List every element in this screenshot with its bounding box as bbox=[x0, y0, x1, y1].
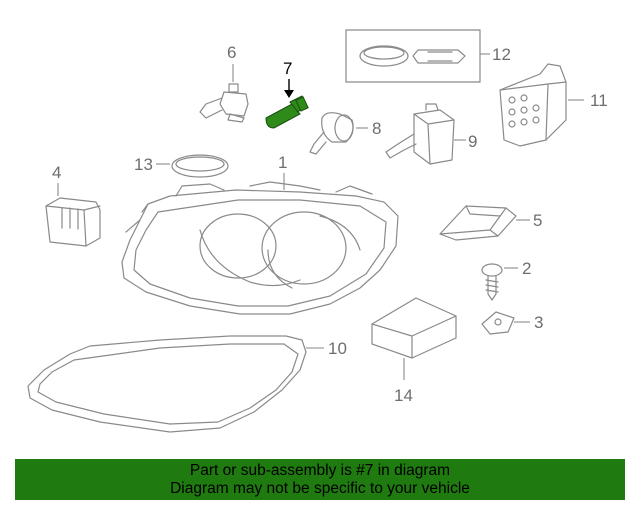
part-1-headlamp-assembly[interactable]: 1 bbox=[121, 153, 399, 315]
part-5-module[interactable]: 5 bbox=[439, 205, 542, 241]
banner-line-2: Diagram may not be specific to your vehi… bbox=[170, 480, 470, 497]
part-13-cap[interactable]: 13 bbox=[134, 154, 229, 178]
callout-2: 2 bbox=[522, 259, 531, 278]
part-14-control-unit[interactable]: 14 bbox=[371, 297, 457, 405]
callout-12: 12 bbox=[492, 45, 511, 64]
part-7-bulb-highlighted[interactable]: 7 bbox=[265, 59, 309, 129]
callout-14: 14 bbox=[394, 386, 413, 405]
part-11-bracket[interactable]: 11 bbox=[499, 63, 608, 147]
callout-13: 13 bbox=[134, 155, 153, 174]
part-4-control-module[interactable]: 4 bbox=[45, 163, 101, 247]
callout-11: 11 bbox=[590, 91, 608, 110]
callout-10: 10 bbox=[328, 339, 347, 358]
callout-7: 7 bbox=[283, 59, 292, 78]
part-9-igniter[interactable]: 9 bbox=[385, 103, 477, 165]
part-3-clip-nut[interactable]: 3 bbox=[481, 311, 543, 335]
callout-8: 8 bbox=[372, 119, 381, 138]
part-12-bulb-kit[interactable]: 12 bbox=[345, 29, 511, 83]
banner-line-1: Part or sub-assembly is #7 in diagram bbox=[189, 462, 451, 479]
part-6-bulb[interactable]: 6 bbox=[199, 43, 249, 123]
callout-3: 3 bbox=[534, 313, 543, 332]
part-2-screw[interactable]: 2 bbox=[481, 259, 531, 301]
part-8-bulb-socket[interactable]: 8 bbox=[309, 112, 381, 155]
callout-9: 9 bbox=[468, 132, 477, 151]
callout-4: 4 bbox=[52, 163, 61, 182]
info-banner: Part or sub-assembly is #7 in diagram Di… bbox=[15, 459, 625, 500]
part-10-lens[interactable]: 10 bbox=[27, 335, 347, 433]
callout-6: 6 bbox=[227, 43, 236, 62]
callout-1: 1 bbox=[278, 153, 287, 172]
callout-5: 5 bbox=[533, 211, 542, 230]
